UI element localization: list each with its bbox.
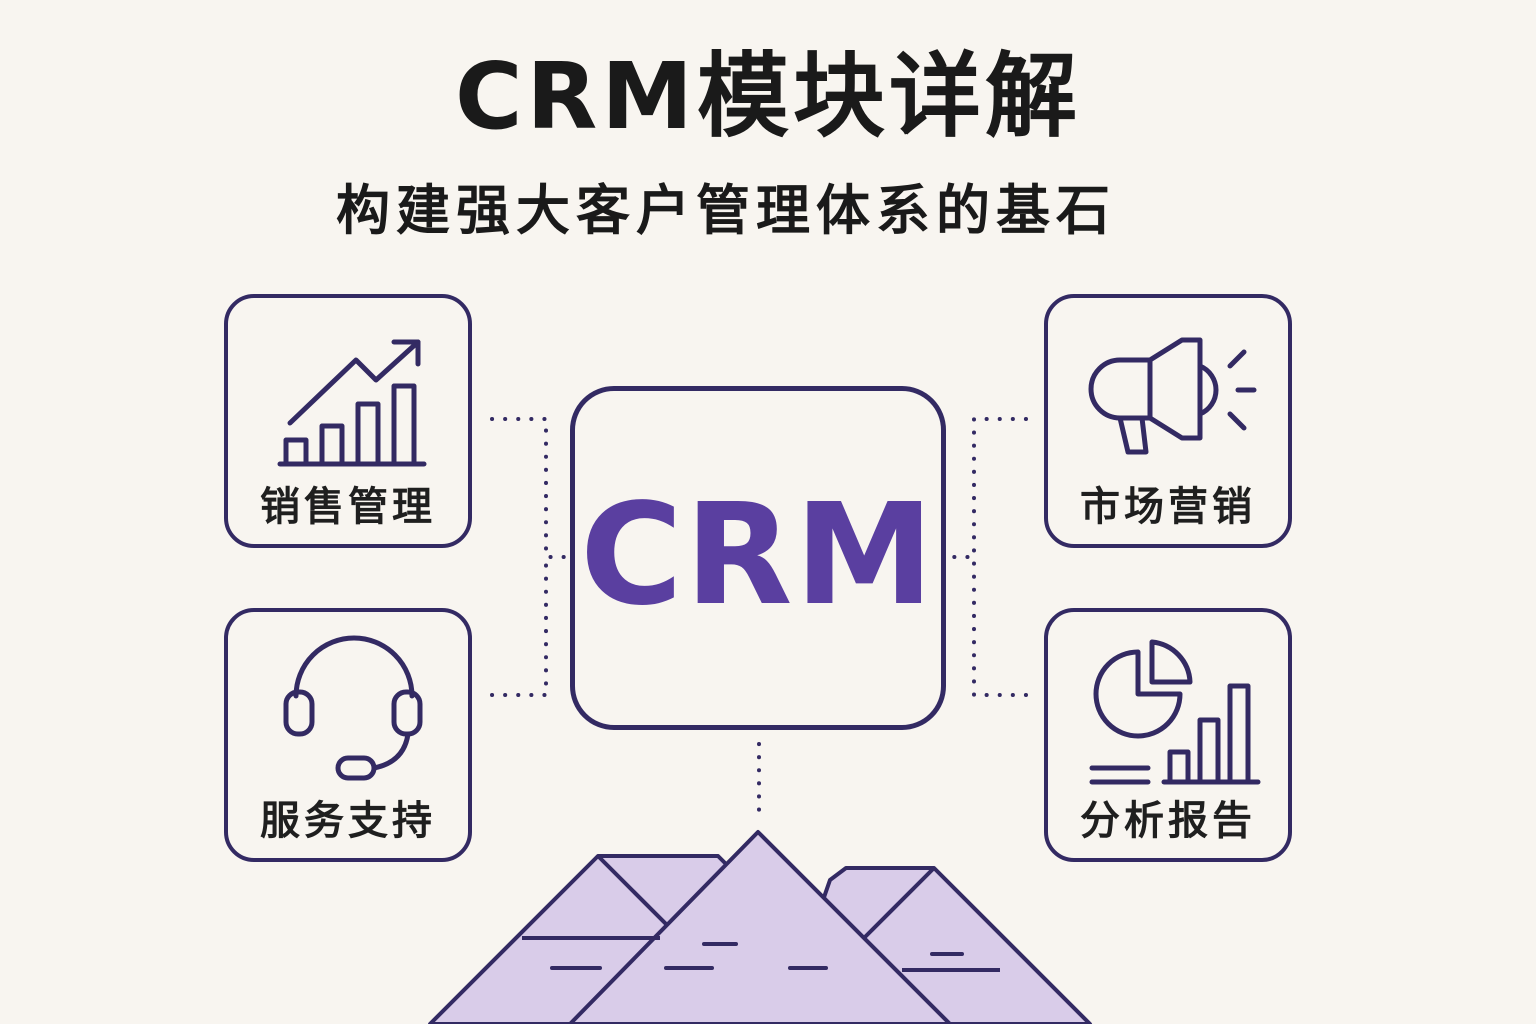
crm-center-box: CRM xyxy=(570,386,946,730)
pie-bar-chart-icon xyxy=(1089,639,1261,785)
crm-center-label: CRM xyxy=(580,474,936,637)
connector-analytics xyxy=(972,555,1028,697)
module-card-analytics[interactable]: 分析报告 xyxy=(1044,608,1292,862)
module-label-analytics: 分析报告 xyxy=(1080,798,1256,844)
megaphone-icon xyxy=(1088,337,1257,455)
page-title: CRM模块详解 xyxy=(455,43,1081,150)
module-label-service: 服务支持 xyxy=(260,798,436,844)
connector-sales xyxy=(490,417,568,559)
module-label-sales: 销售管理 xyxy=(260,484,436,530)
headset-icon xyxy=(283,635,423,781)
module-card-marketing[interactable]: 市场营销 xyxy=(1044,294,1292,548)
mountain-foundation-icon xyxy=(428,830,1092,1024)
connector-service xyxy=(490,555,548,697)
sales-growth-chart-icon xyxy=(277,339,427,467)
page-subtitle: 构建强大客户管理体系的基石 xyxy=(336,179,1116,242)
module-card-service[interactable]: 服务支持 xyxy=(224,608,472,862)
module-label-marketing: 市场营销 xyxy=(1080,484,1256,530)
module-card-sales[interactable]: 销售管理 xyxy=(224,294,472,548)
connector-marketing xyxy=(952,417,1028,559)
